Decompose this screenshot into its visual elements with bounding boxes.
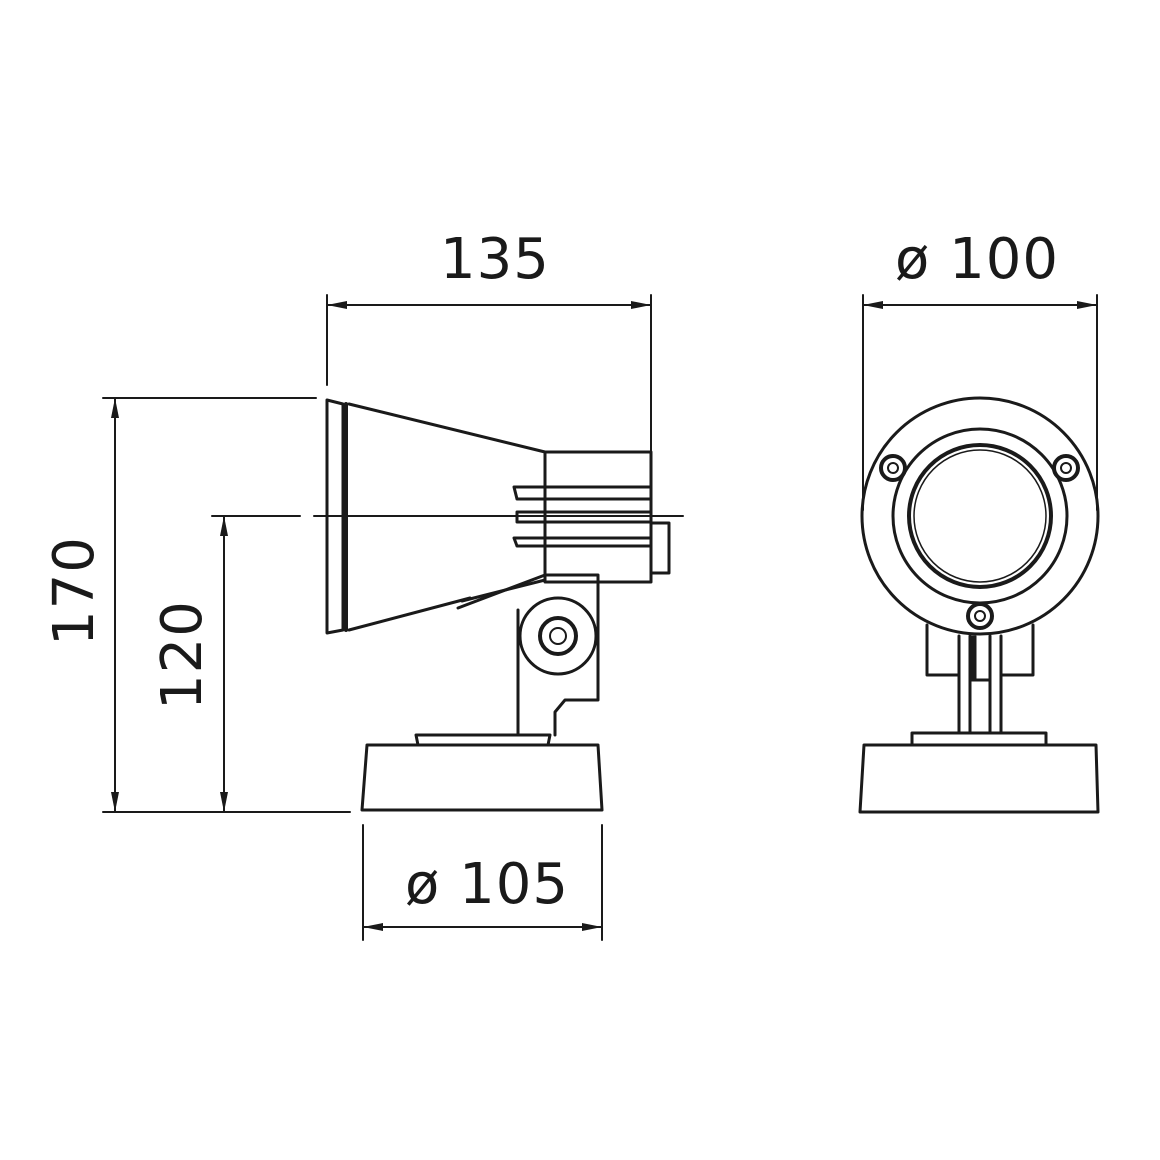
dimension-head-diameter: ø 100	[895, 227, 1059, 292]
dimension-width-135: 135	[440, 227, 550, 292]
dimension-base-diameter: ø 105	[405, 852, 569, 917]
dimension-height-170: 170	[42, 536, 107, 646]
front-view	[858, 294, 1100, 814]
dimension-height-120: 120	[150, 600, 215, 710]
side-view	[102, 294, 684, 941]
